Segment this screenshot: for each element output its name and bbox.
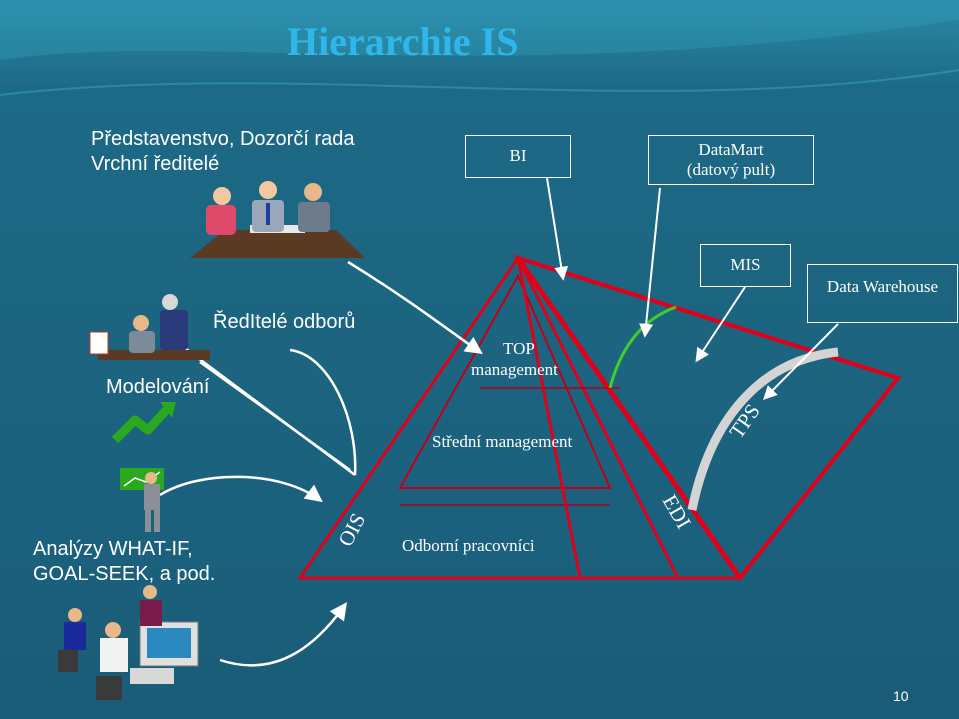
modeling-label: Modelování bbox=[106, 376, 210, 398]
arrow-workers bbox=[219, 602, 348, 667]
arrow-dw bbox=[763, 323, 839, 400]
green-arc bbox=[608, 305, 677, 389]
office-workers-illustration bbox=[89, 294, 210, 360]
bi-box-label: BI bbox=[509, 146, 527, 166]
data-warehouse-box-label: Data Warehouse bbox=[826, 277, 939, 296]
bi-box: BI bbox=[465, 135, 571, 178]
board-label-line2: Vrchní ředitelé bbox=[91, 153, 220, 175]
datamart-box: DataMart (datový pult) bbox=[648, 135, 814, 185]
analysis-label-line2: GOAL-SEEK, a pod. bbox=[33, 563, 216, 585]
top-management-label-line2: management bbox=[471, 360, 558, 379]
datamart-box-label-line1: DataMart bbox=[698, 139, 764, 159]
boardroom-meeting-illustration bbox=[190, 181, 365, 258]
presenter-illustration bbox=[120, 468, 164, 532]
computer-workstation-illustration bbox=[58, 585, 199, 700]
arrow-directors-head bbox=[199, 360, 351, 472]
arrow-analysis bbox=[159, 475, 323, 503]
arrow-board bbox=[347, 260, 483, 354]
board-label-line1: Představenstvo, Dozorčí rada bbox=[91, 128, 355, 150]
gray-arc bbox=[687, 347, 839, 511]
arrow-mis bbox=[695, 286, 746, 363]
mis-box-label: MIS bbox=[730, 255, 761, 275]
mis-box: MIS bbox=[700, 244, 791, 287]
datamart-box-label-line2: (datový pult) bbox=[686, 160, 776, 179]
pyramid bbox=[297, 254, 902, 582]
specialists-label: Odborní pracovníci bbox=[402, 536, 535, 555]
data-warehouse-box: Data Warehouse bbox=[807, 264, 958, 323]
page-number: 10 bbox=[893, 688, 909, 704]
top-management-label-line1: TOP bbox=[503, 339, 535, 358]
analysis-label-line1: Analýzy WHAT-IF, bbox=[33, 538, 193, 560]
arrow-datamart bbox=[639, 187, 661, 338]
growth-chart-icon bbox=[111, 402, 176, 444]
directors-label: ŘedItelé odborů bbox=[213, 311, 356, 333]
arrow-bi bbox=[546, 177, 569, 281]
middle-management-label: Střední management bbox=[432, 432, 573, 451]
page-title: Hierarchie IS bbox=[287, 19, 519, 64]
